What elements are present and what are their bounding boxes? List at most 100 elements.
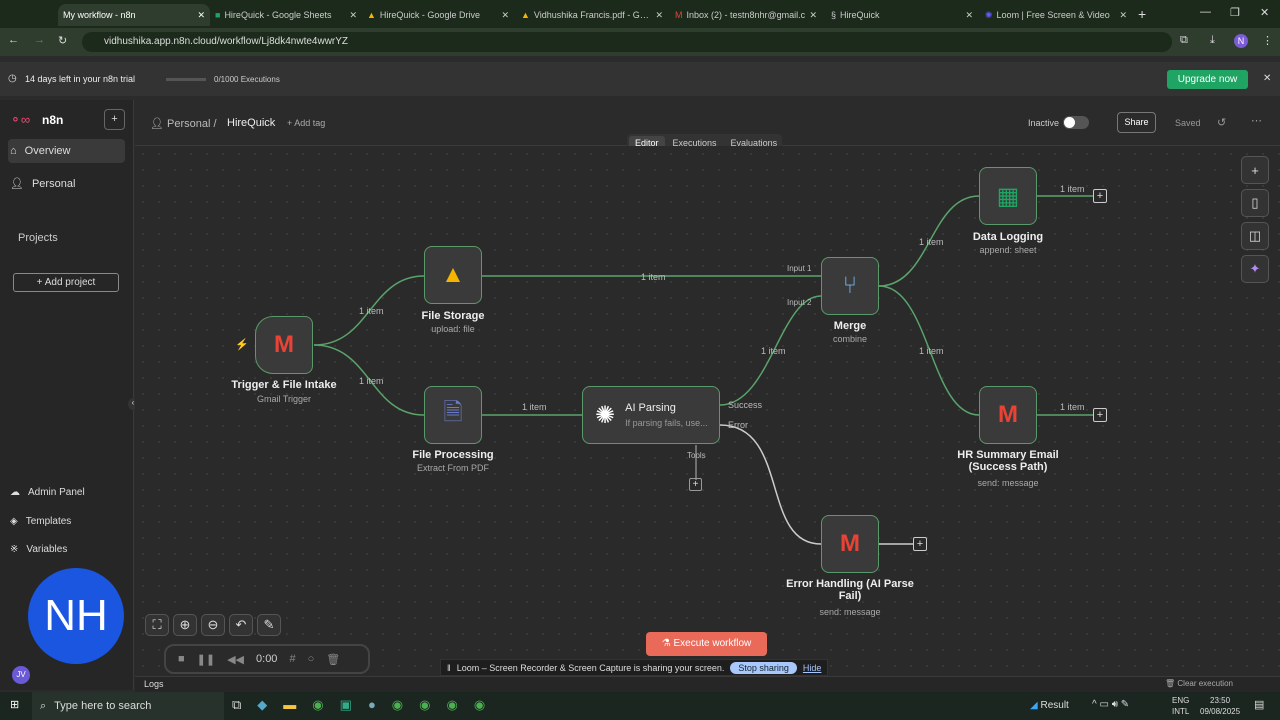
chrome-icon[interactable]: ◉: [391, 697, 404, 712]
node-merge[interactable]: ⑂: [821, 257, 879, 315]
store-icon[interactable]: ▣: [339, 697, 352, 712]
sidebar-item-personal[interactable]: 👤︎Personal: [10, 177, 75, 191]
zoom-out-icon[interactable]: ⊖: [201, 614, 225, 636]
url-input[interactable]: vidhushika.app.n8n.cloud/workflow/Lj8dk4…: [82, 32, 1172, 52]
close-icon[interactable]: ✕: [965, 9, 973, 20]
tab-loom[interactable]: ✺Loom | Free Screen & Video✕: [980, 4, 1132, 26]
chrome-icon[interactable]: ◉: [446, 697, 458, 712]
pause-icon[interactable]: ❚❚: [196, 653, 216, 666]
user-avatar[interactable]: JV: [12, 666, 30, 684]
tab-executions[interactable]: Executions: [672, 138, 717, 148]
chrome-icon[interactable]: ◉: [473, 697, 486, 712]
tidy-icon[interactable]: ✎: [257, 614, 281, 636]
add-node-panel-button[interactable]: +: [1241, 156, 1269, 184]
extensions-icon[interactable]: ⧉: [1180, 34, 1188, 46]
menu-icon[interactable]: ⋮: [1262, 35, 1273, 47]
active-toggle[interactable]: [1063, 116, 1089, 129]
sidebar-item-admin[interactable]: ☁Admin Panel: [10, 487, 85, 498]
node-file-processing[interactable]: 🗎︎: [424, 386, 482, 444]
projects-heading: Projects: [18, 232, 58, 244]
download-icon[interactable]: ⤓: [1210, 34, 1215, 46]
tab-sheets[interactable]: ■HireQuick - Google Sheets✕: [210, 4, 362, 26]
notifications-icon[interactable]: ▤: [1254, 699, 1265, 711]
sticky-note-icon[interactable]: ▯: [1241, 189, 1269, 217]
rewind-icon[interactable]: ◀◀: [227, 653, 245, 666]
close-icon[interactable]: ✕: [349, 9, 357, 20]
taskbar-search[interactable]: ⌕Type here to search: [32, 692, 224, 720]
more-icon[interactable]: ⋯: [1251, 115, 1262, 127]
workflow-name[interactable]: HireQuick: [227, 117, 276, 129]
close-icon[interactable]: ✕: [1119, 9, 1127, 20]
edge-ai-merge: [719, 295, 822, 406]
close-icon[interactable]: ✕: [197, 9, 205, 20]
task-view-icon[interactable]: ⧉: [232, 697, 242, 712]
sidebar-item-overview[interactable]: [8, 139, 125, 163]
ai-assistant-icon[interactable]: ✦: [1241, 255, 1269, 283]
hide-button[interactable]: Hide: [802, 662, 822, 673]
sidebar-item-overview-label[interactable]: ⌂Overview: [10, 145, 71, 157]
copilot-icon[interactable]: ◆: [257, 697, 268, 712]
delete-icon[interactable]: 🗑︎: [326, 653, 341, 666]
add-node-button[interactable]: +: [1093, 408, 1107, 422]
tab-evaluations[interactable]: Evaluations: [730, 138, 778, 148]
zoom-in-icon[interactable]: ⊕: [173, 614, 197, 636]
add-node-button[interactable]: +: [913, 537, 927, 551]
workflow-canvas[interactable]: [135, 146, 1280, 676]
collapse-sidebar-icon[interactable]: ‹: [128, 398, 138, 410]
stop-icon[interactable]: ■: [178, 653, 185, 665]
loom-camera-bubble[interactable]: NH: [28, 568, 124, 664]
sidebar-item-templates[interactable]: ◈Templates: [10, 516, 71, 527]
add-project-button[interactable]: + Add project: [13, 273, 119, 292]
node-file-storage[interactable]: ▲: [424, 246, 482, 304]
weather-widget[interactable]: ◢ Result: [1030, 700, 1069, 711]
clear-execution-button[interactable]: 🗑︎ Clear execution: [1165, 679, 1233, 688]
panel-toggle-icon[interactable]: ◫: [1241, 222, 1269, 250]
add-node-button[interactable]: +: [1093, 189, 1107, 203]
tab-n8n[interactable]: My workflow - n8n✕: [58, 4, 210, 26]
logs-bar[interactable]: Logs 🗑︎ Clear execution: [135, 676, 1280, 692]
reload-icon[interactable]: ↻: [58, 35, 68, 47]
node-error-handling[interactable]: M: [821, 515, 879, 573]
tab-drive[interactable]: ▲HireQuick - Google Drive✕: [362, 4, 514, 26]
app-icon[interactable]: ●: [367, 697, 376, 712]
file-explorer-icon[interactable]: ▬: [283, 697, 297, 712]
forward-icon[interactable]: →: [34, 34, 45, 46]
tab-hirequick[interactable]: §HireQuick✕: [826, 4, 978, 26]
new-tab-button[interactable]: +: [1138, 6, 1147, 22]
execute-workflow-button[interactable]: ⚗ Execute workflow: [646, 632, 767, 656]
sidebar-item-variables[interactable]: ※Variables: [10, 544, 67, 555]
breadcrumb[interactable]: 👤︎ Personal /: [150, 117, 217, 130]
draw-icon[interactable]: #: [289, 653, 296, 665]
node-data-logging[interactable]: ▦: [979, 167, 1037, 225]
close-icon[interactable]: ✕: [501, 9, 509, 20]
add-tool-button[interactable]: +: [689, 478, 702, 491]
upgrade-button[interactable]: Upgrade now: [1167, 70, 1248, 89]
minimize-button[interactable]: —: [1200, 6, 1211, 18]
node-hr-summary[interactable]: M: [979, 386, 1037, 444]
profile-avatar[interactable]: N: [1234, 34, 1248, 48]
history-icon[interactable]: ↺: [1217, 117, 1227, 129]
back-icon[interactable]: ←: [8, 34, 19, 46]
add-tag-button[interactable]: + Add tag: [287, 118, 326, 128]
close-icon[interactable]: ✕: [1263, 73, 1272, 84]
restart-icon[interactable]: ○: [307, 653, 315, 665]
share-button[interactable]: Share: [1117, 112, 1156, 133]
system-tray-icons[interactable]: ^ ▭ 🔊︎ ✎: [1092, 699, 1130, 710]
close-icon[interactable]: ✕: [809, 9, 817, 20]
create-button[interactable]: +: [104, 109, 125, 130]
close-window-button[interactable]: ✕: [1260, 7, 1270, 19]
node-trigger[interactable]: M: [255, 316, 313, 374]
stop-sharing-button[interactable]: Stop sharing: [730, 661, 797, 674]
fit-view-icon[interactable]: ⛶: [145, 614, 169, 636]
tab-pdf[interactable]: ▲Vidhushika Francis.pdf - Goog✕: [516, 4, 668, 26]
restore-button[interactable]: ❐: [1230, 7, 1240, 19]
close-icon[interactable]: ✕: [655, 9, 663, 20]
chrome-icon[interactable]: ◉: [312, 697, 324, 712]
windows-start-icon[interactable]: ⊞: [10, 699, 20, 711]
chrome-icon[interactable]: ◉: [419, 697, 431, 712]
undo-icon[interactable]: ↶: [229, 614, 253, 636]
